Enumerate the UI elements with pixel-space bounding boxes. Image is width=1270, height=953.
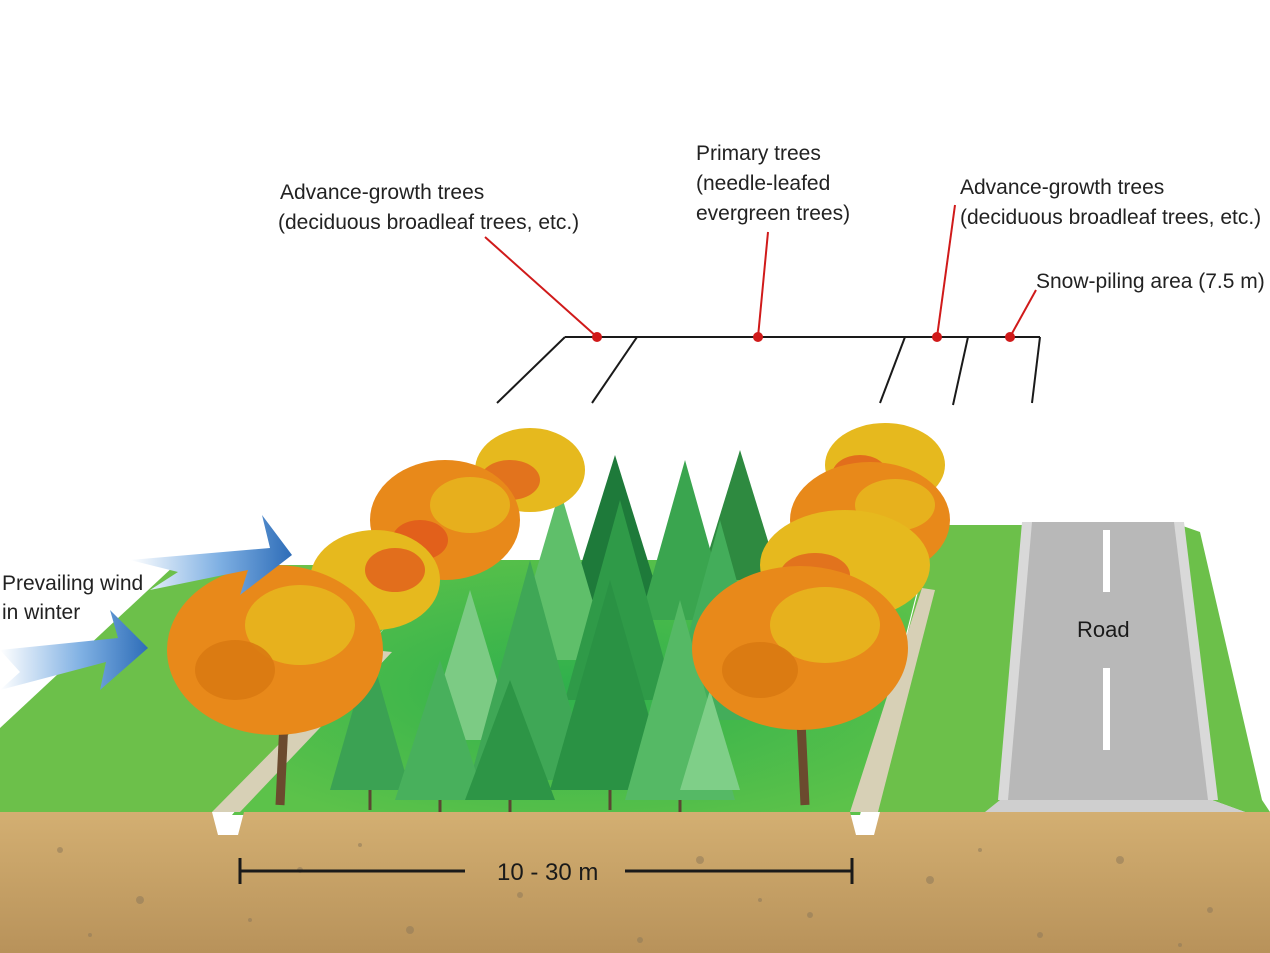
primary-trees-label-line1: Primary trees [696, 142, 821, 165]
advance-growth-trees-right [692, 423, 950, 806]
road-edge-right [1174, 522, 1218, 800]
wind-arrows [0, 515, 292, 690]
road-center-line-2 [1103, 668, 1110, 750]
road-center-line-1 [1103, 530, 1110, 592]
advance-growth-trees-left [167, 428, 585, 806]
broadleaf-tree-icon [692, 566, 908, 806]
road-shoulder [985, 800, 1245, 812]
conifer-tree-icon [550, 580, 670, 790]
width-dimension [238, 858, 854, 884]
conifer-tree-icon [330, 650, 410, 790]
broadleaf-tree-icon [167, 565, 383, 806]
road-edge-left [998, 522, 1032, 800]
advance-growth-right-label-line1: Advance-growth trees [960, 176, 1164, 199]
leader-lines [484, 204, 1037, 338]
conifer-tree-icon [680, 690, 740, 790]
snow-piling-label: Snow-piling area (7.5 m) [1036, 270, 1265, 293]
advance-growth-left-label-line1: Advance-growth trees [280, 181, 484, 204]
wind-label-line2: in winter [2, 601, 80, 624]
soil-specks [57, 843, 1213, 947]
road-surface [1002, 522, 1212, 800]
arrow-icon [0, 610, 148, 690]
grass-embankment-right [1180, 525, 1270, 812]
advance-growth-left-label-line2: (deciduous broadleaf trees, etc.) [278, 211, 579, 234]
ditch-right [850, 588, 935, 812]
width-label: 10 - 30 m [497, 859, 598, 886]
primary-trees-label-line2: (needle-leafed [696, 172, 830, 195]
road-label: Road [1077, 617, 1130, 642]
grass-right [862, 525, 1038, 812]
soil-block [0, 812, 1270, 953]
conifer-tree-icon [395, 660, 485, 800]
advance-growth-right-label-line2: (deciduous broadleaf trees, etc.) [960, 206, 1261, 229]
plan-schematic [496, 336, 1041, 406]
conifer-tree-icon [465, 680, 555, 800]
primary-trees-group [330, 450, 780, 812]
wind-label-line1: Prevailing wind [2, 572, 143, 595]
primary-trees-label-line3: evergreen trees) [696, 202, 850, 225]
arrow-icon [130, 515, 292, 595]
leader-dots [592, 332, 1015, 342]
